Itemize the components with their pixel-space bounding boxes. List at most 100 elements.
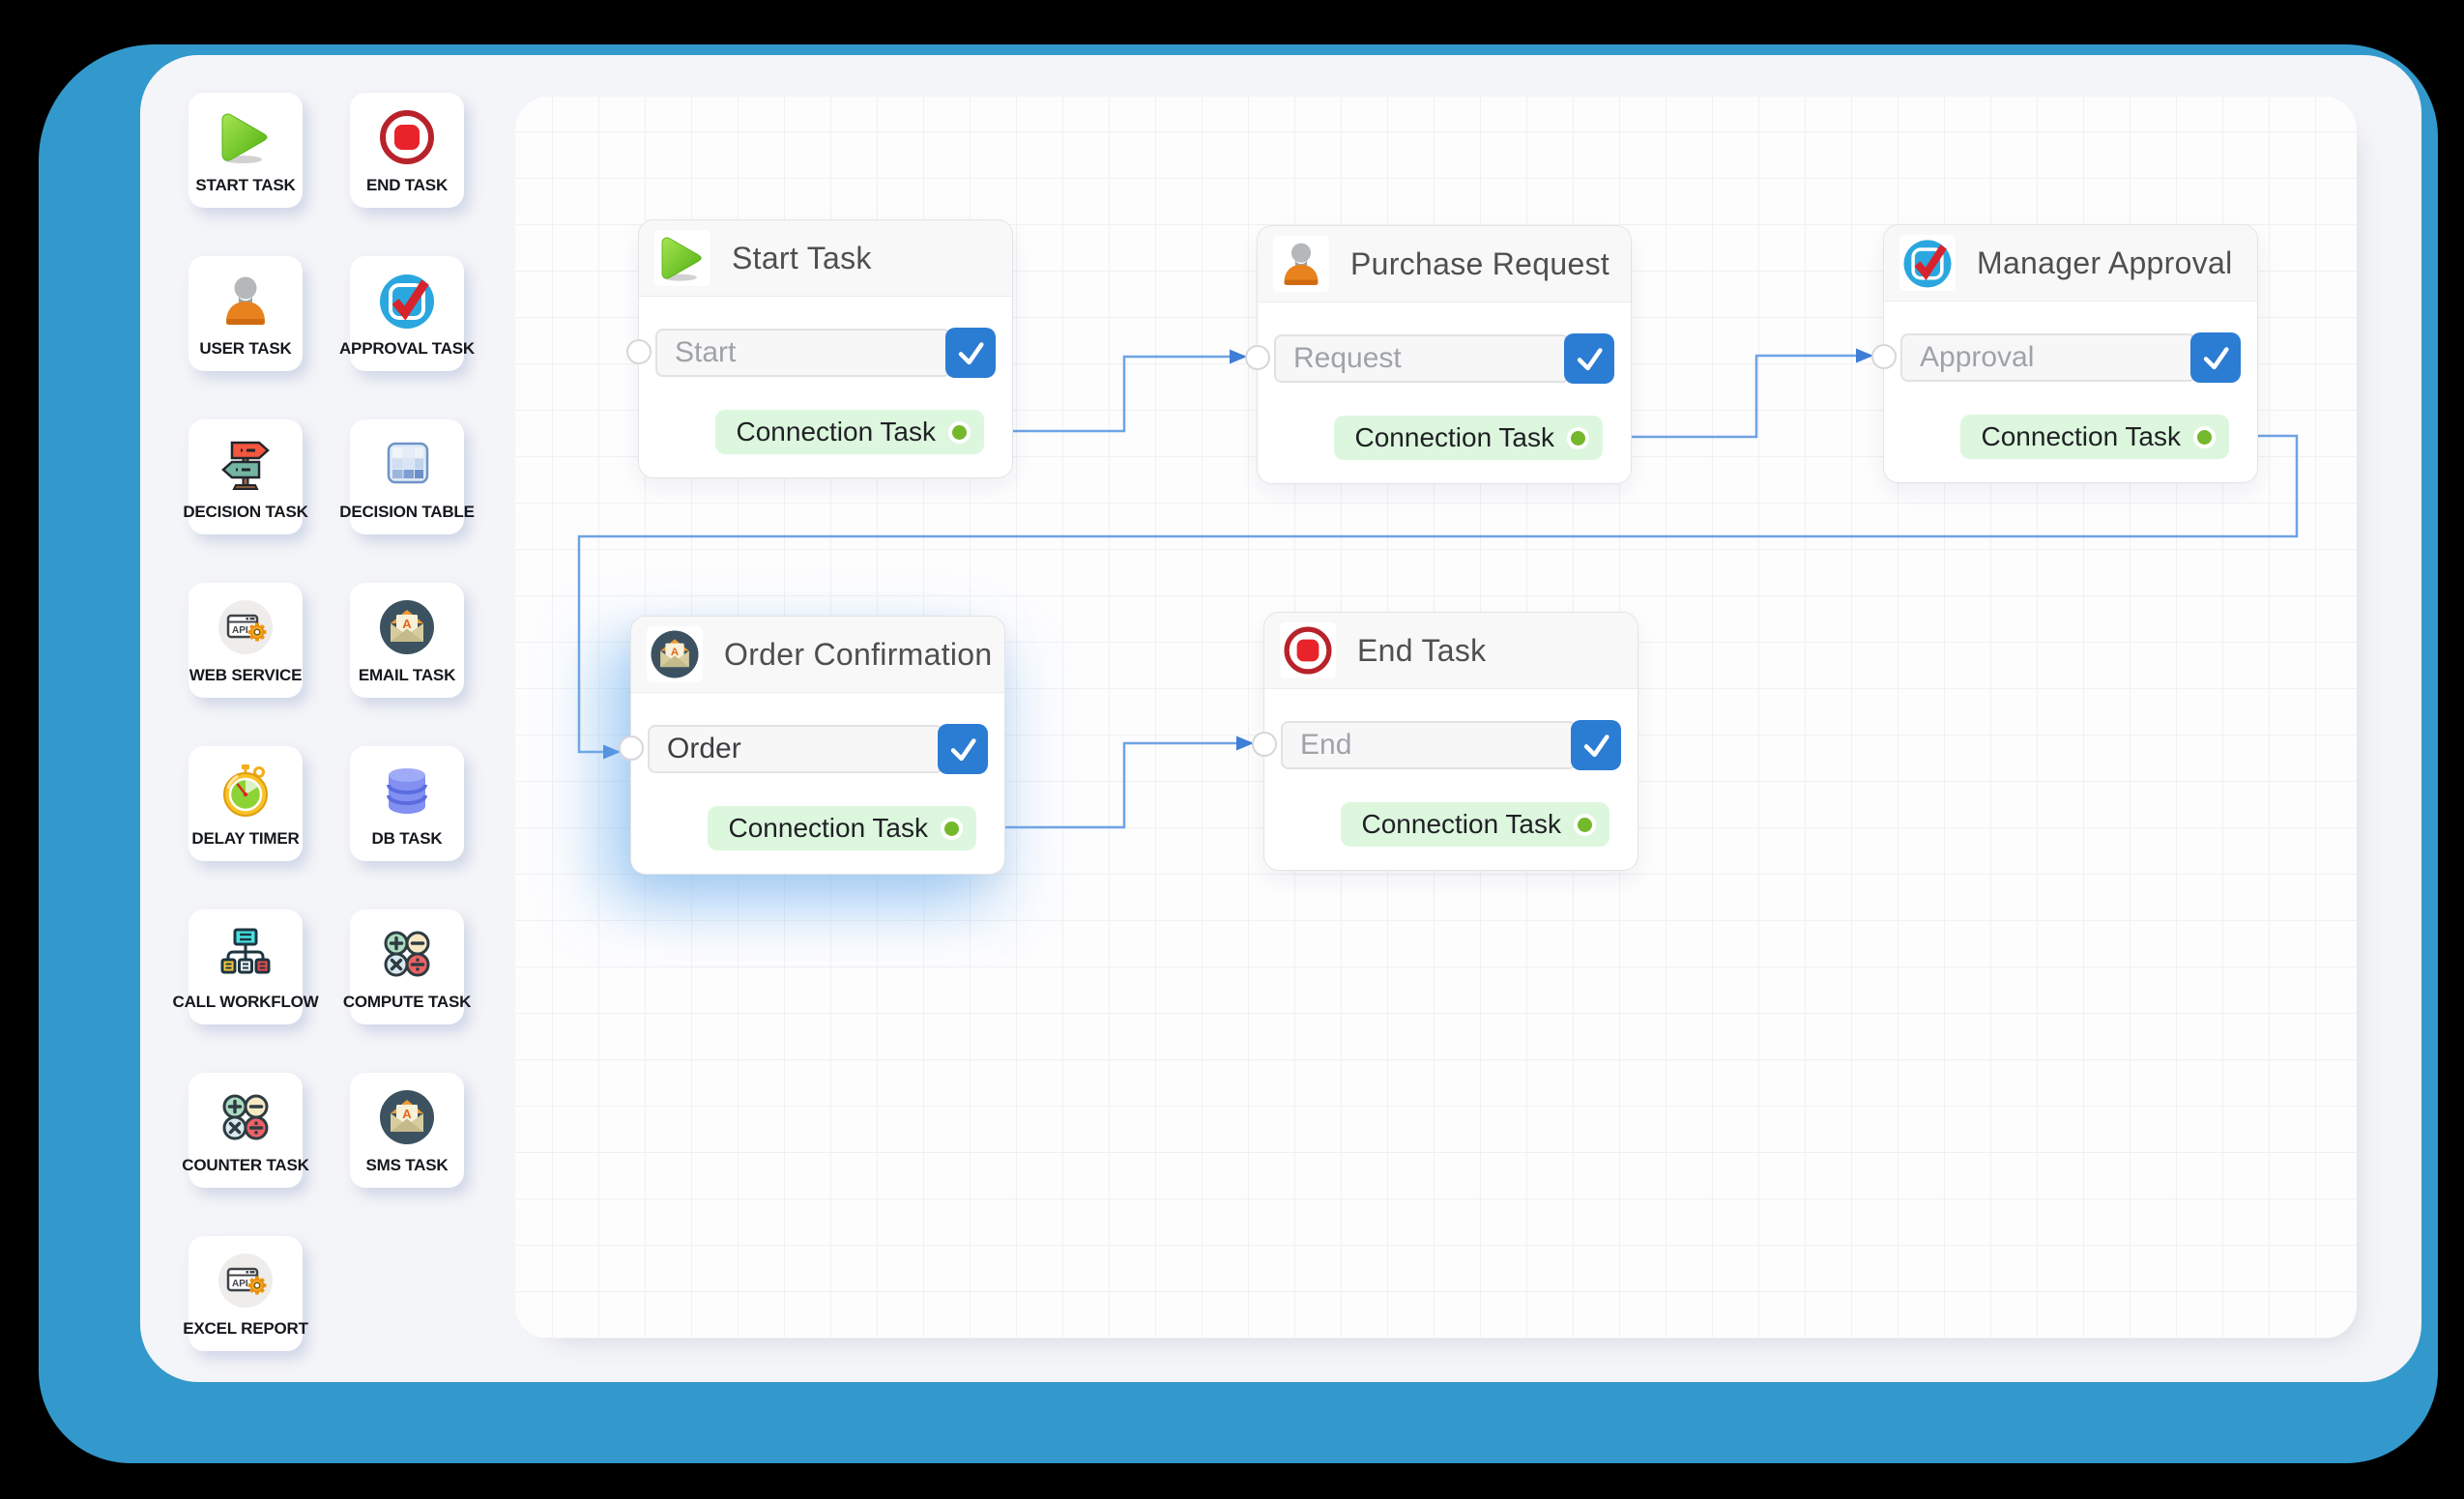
node-header: End Task <box>1264 613 1638 689</box>
check-icon <box>954 336 987 369</box>
confirm-button[interactable] <box>1571 720 1621 770</box>
connection-purchase-request-to-manager-approval[interactable] <box>1590 348 1873 439</box>
confirm-button[interactable] <box>938 724 988 774</box>
output-anchor-dot[interactable] <box>941 817 963 840</box>
tile-label: END TASK <box>365 176 449 195</box>
palette-tile-user[interactable]: USER TASK <box>188 256 303 371</box>
palette-tile-db[interactable]: DB TASK <box>350 746 464 861</box>
workflow-canvas[interactable]: Start Task Connection Task Purchase Requ… <box>515 97 2357 1339</box>
node-manager-approval[interactable]: Manager Approval Connection Task <box>1871 224 2258 483</box>
start-icon <box>655 231 710 285</box>
user-icon <box>1274 237 1328 291</box>
palette-tile-delay-timer[interactable]: DELAY TIMER <box>188 746 303 861</box>
palette-tile-decision[interactable]: DECISION TASK <box>183 419 308 534</box>
tile-label: DECISION TABLE <box>339 503 475 522</box>
tile-label: SMS TASK <box>365 1156 449 1175</box>
tile-label: DB TASK <box>371 829 443 849</box>
app-window: START TASK END TASK USER TASK APPROVAL T… <box>140 55 2421 1382</box>
node-icon <box>647 626 703 682</box>
check-icon <box>946 733 979 765</box>
decision-icon <box>215 433 276 495</box>
palette-tile-start[interactable]: START TASK <box>188 93 303 208</box>
connection-task-pill[interactable]: Connection Task <box>707 806 976 850</box>
user-icon <box>215 270 276 332</box>
field-row <box>1274 333 1614 384</box>
connection-task-pill[interactable]: Connection Task <box>1340 802 1609 847</box>
connection-task-label: Connection Task <box>1361 809 1562 839</box>
node-header: Manager Approval <box>1884 225 2257 302</box>
input-port[interactable] <box>1252 732 1277 757</box>
tile-label: DELAY TIMER <box>191 829 300 849</box>
start-icon <box>215 106 276 168</box>
confirm-button[interactable] <box>2190 332 2241 383</box>
connection-task-label: Connection Task <box>1354 422 1555 452</box>
tile-label: USER TASK <box>199 339 292 359</box>
approval-icon <box>376 270 438 332</box>
email-icon <box>376 596 438 658</box>
node-header: Purchase Request <box>1258 226 1631 303</box>
palette-tile-compute[interactable]: COMPUTE TASK <box>343 909 471 1024</box>
node-order-confirmation[interactable]: Order Confirmation Connection Task <box>619 616 1005 875</box>
delay-timer-icon <box>215 760 276 822</box>
output-anchor-dot[interactable] <box>1574 813 1596 836</box>
tile-label: APPROVAL TASK <box>338 339 476 359</box>
app-frame: START TASK END TASK USER TASK APPROVAL T… <box>39 44 2438 1463</box>
counter-icon <box>215 1086 276 1148</box>
node-end-task[interactable]: End Task Connection Task <box>1252 612 1638 871</box>
task-name-input[interactable] <box>1274 334 1570 383</box>
input-port[interactable] <box>626 339 652 364</box>
palette-tile-end[interactable]: END TASK <box>350 93 464 208</box>
confirm-button[interactable] <box>945 328 996 378</box>
tile-label: DECISION TASK <box>183 503 308 522</box>
task-name-input[interactable] <box>1900 333 2196 382</box>
node-title: Order Confirmation <box>724 636 993 672</box>
palette-tile-decision-table[interactable]: DECISION TABLE <box>339 419 475 534</box>
tile-label: CALL WORKFLOW <box>172 993 319 1012</box>
node-header: Start Task <box>639 220 1012 297</box>
output-anchor-dot[interactable] <box>948 420 971 444</box>
task-name-input[interactable] <box>655 329 951 377</box>
input-port[interactable] <box>1245 345 1270 370</box>
connection-task-label: Connection Task <box>1981 421 2182 451</box>
excel-report-icon <box>215 1250 276 1312</box>
sms-icon <box>376 1086 438 1148</box>
palette-tile-email[interactable]: EMAIL TASK <box>350 583 464 698</box>
db-icon <box>376 760 438 822</box>
node-icon <box>1899 235 1956 291</box>
connection-task-pill[interactable]: Connection Task <box>1959 415 2229 459</box>
node-icon <box>1273 236 1329 292</box>
palette-tile-counter[interactable]: COUNTER TASK <box>182 1073 309 1188</box>
input-port[interactable] <box>1871 344 1897 369</box>
palette-tile-excel-report[interactable]: EXCEL REPORT <box>183 1236 308 1351</box>
connection-order-confirmation-to-end-task[interactable] <box>964 735 1254 829</box>
node-title: End Task <box>1357 632 1487 668</box>
output-anchor-dot[interactable] <box>2193 425 2216 448</box>
field-row <box>655 328 996 378</box>
task-name-input[interactable] <box>648 725 943 773</box>
input-port[interactable] <box>619 735 644 761</box>
output-anchor-dot[interactable] <box>1567 426 1589 449</box>
node-icon <box>1280 622 1336 678</box>
confirm-button[interactable] <box>1564 333 1614 384</box>
tile-label: COUNTER TASK <box>182 1156 309 1175</box>
connection-task-pill[interactable]: Connection Task <box>1333 416 1603 460</box>
palette-tile-call-workflow[interactable]: CALL WORKFLOW <box>173 909 319 1024</box>
end-icon <box>376 106 438 168</box>
email-icon <box>648 627 702 681</box>
node-title: Start Task <box>732 240 872 275</box>
palette-tile-web-service[interactable]: WEB SERVICE <box>188 583 303 698</box>
connection-task-pill[interactable]: Connection Task <box>714 410 984 454</box>
node-icon <box>654 230 710 286</box>
task-name-input[interactable] <box>1281 721 1577 769</box>
field-row <box>1281 720 1621 770</box>
node-start-task[interactable]: Start Task Connection Task <box>626 219 1013 478</box>
field-row <box>648 724 988 774</box>
tile-label: EXCEL REPORT <box>183 1319 308 1339</box>
palette-tile-sms[interactable]: SMS TASK <box>350 1073 464 1188</box>
task-palette: START TASK END TASK USER TASK APPROVAL T… <box>173 93 475 1351</box>
tile-label: WEB SERVICE <box>188 666 303 685</box>
tile-label: COMPUTE TASK <box>342 993 472 1012</box>
node-purchase-request[interactable]: Purchase Request Connection Task <box>1245 225 1632 484</box>
palette-tile-approval[interactable]: APPROVAL TASK <box>339 256 475 371</box>
